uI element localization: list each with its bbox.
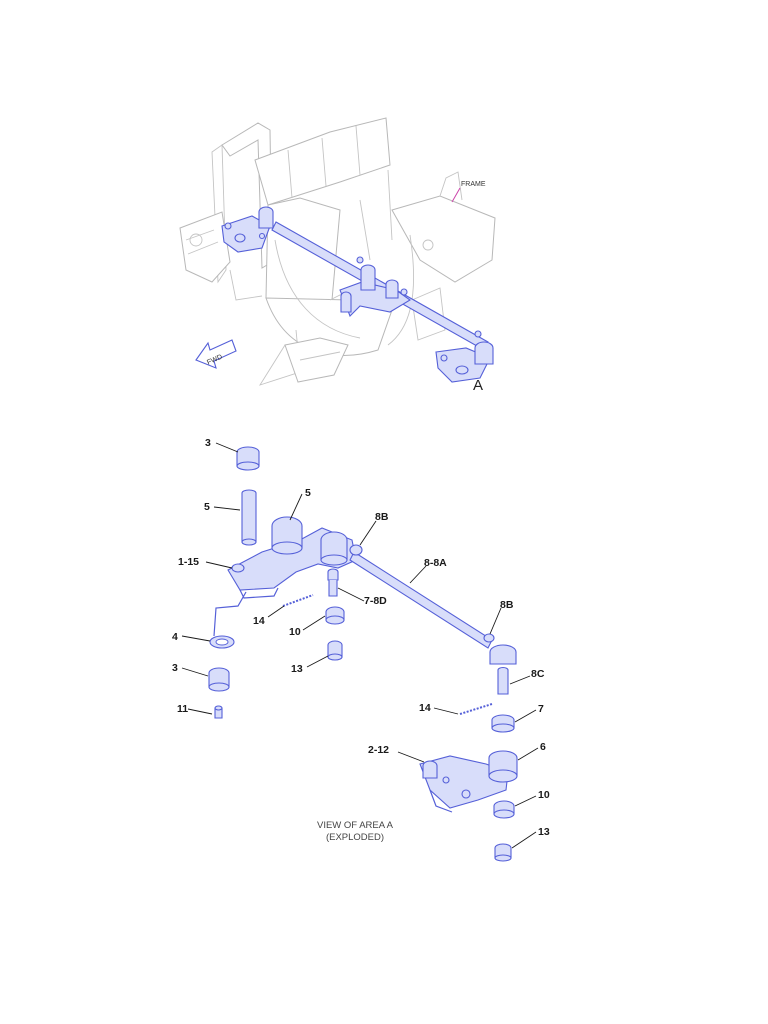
suspension-assembly <box>221 206 494 383</box>
callout-7: 7 <box>538 703 544 715</box>
part-3-top <box>236 446 260 471</box>
callout-4: 4 <box>172 631 178 643</box>
callout-6: 6 <box>540 741 546 753</box>
callout-5-left: 5 <box>204 501 210 513</box>
part-7-washer <box>491 714 515 733</box>
callout-13-left: 13 <box>291 663 303 675</box>
callout-14-left: 14 <box>253 615 265 627</box>
callout-8c: 8C <box>531 668 545 680</box>
callout-8b-lower: 8B <box>500 599 514 611</box>
callout-3-lower: 3 <box>172 662 178 674</box>
part-14-bolt-right <box>459 703 493 715</box>
part-7-8d <box>328 580 338 597</box>
callout-10-left: 10 <box>289 626 301 638</box>
frame-label: FRAME <box>461 181 486 188</box>
part-4-washer <box>209 635 235 649</box>
part-8-rod <box>349 544 517 665</box>
callout-14-right: 14 <box>419 702 431 714</box>
exploded-view: 3 5 5 8B 1-15 8-8A 7-8D 14 10 4 8B 13 3 … <box>172 437 550 862</box>
part-10-washer-right <box>493 800 515 819</box>
part-13-nut-right <box>494 843 512 862</box>
callout-7-8d: 7-8D <box>364 595 387 607</box>
part-11-bolt <box>214 705 223 719</box>
view-caption-line2: (EXPLODED) <box>326 832 384 843</box>
part-2-12-bracket <box>419 755 509 813</box>
fwd-arrow-icon: FWD <box>195 339 237 369</box>
part-3-lower <box>208 667 230 692</box>
callout-10-right: 10 <box>538 789 550 801</box>
part-5-y-bracket <box>227 516 357 599</box>
part-6-housing <box>488 750 518 783</box>
callout-labels: 3 5 5 8B 1-15 8-8A 7-8D 14 10 4 8B 13 3 … <box>172 437 550 838</box>
left-bracket <box>221 215 271 253</box>
callout-11: 11 <box>177 703 188 715</box>
callout-13-right: 13 <box>538 826 550 838</box>
callout-2-12: 2-12 <box>368 744 389 756</box>
callout-1-15: 1-15 <box>178 556 199 568</box>
part-14-bolt-left <box>282 594 314 607</box>
part-10-washer-left <box>325 606 345 625</box>
callout-8b-upper: 8B <box>375 511 389 523</box>
callout-5-right: 5 <box>305 487 311 499</box>
frame-assembly-view: FRAME <box>179 117 496 394</box>
part-8c-shaft <box>497 666 509 695</box>
callout-leaders <box>181 442 539 849</box>
part-5-pin <box>241 489 257 546</box>
frame-leader-line <box>451 187 461 203</box>
part-1-15-wire <box>213 591 247 637</box>
callout-3-top: 3 <box>205 437 211 449</box>
area-a-label: A <box>473 377 483 394</box>
part-13-nut-left <box>327 640 343 661</box>
view-caption-line1: VIEW OF AREA A <box>317 820 394 831</box>
callout-8-8a: 8-8A <box>424 557 447 569</box>
